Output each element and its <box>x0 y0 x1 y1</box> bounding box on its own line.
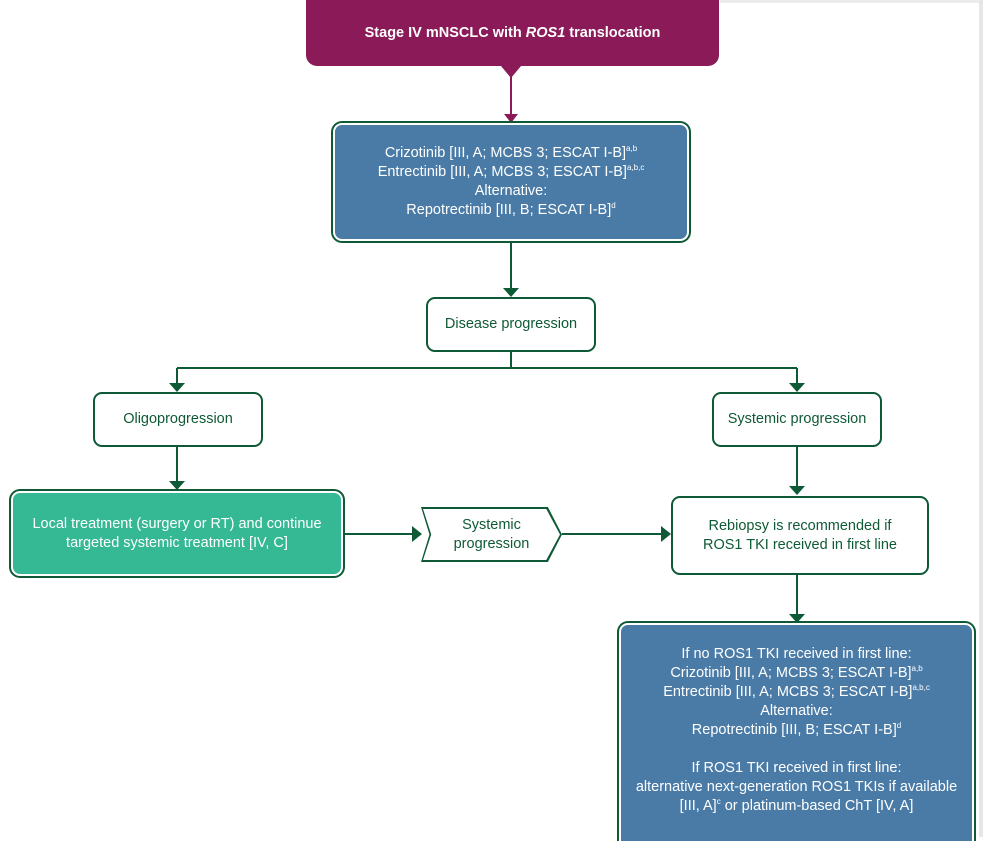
oligoprogression-label: Oligoprogression <box>123 411 233 427</box>
page-right-edge <box>979 0 983 837</box>
stage-iv-title: Stage IV mNSCLC with ROS1 translocation <box>364 24 661 41</box>
arrowhead-rebiopsy <box>789 486 805 495</box>
second-line-next-gen: alternative next-generation ROS1 TKIs if… <box>635 779 958 795</box>
second-line-no-tki-heading: If no ROS1 TKI received in first line: <box>681 646 912 662</box>
first-line-alternative: Alternative: <box>474 183 548 199</box>
arrowhead-mid <box>412 526 422 542</box>
systemic-progression-box: Systemic progression <box>712 392 882 447</box>
arrowhead-progression <box>503 288 519 297</box>
local-treatment-line2: targeted systemic treatment [IV, C] <box>66 534 288 551</box>
second-line-alternative: Alternative: <box>760 703 833 719</box>
first-line-entrectinib: Entrectinib [III, A; MCBS 3; ESCAT I-B]a… <box>377 163 645 181</box>
disease-progression-label: Disease progression <box>444 316 578 332</box>
second-line-treatment-box: If no ROS1 TKI received in first line: C… <box>619 623 974 841</box>
first-line-crizotinib: Crizotinib [III, A; MCBS 3; ESCAT I-B]a,… <box>384 144 638 162</box>
oligoprogression-box: Oligoprogression <box>93 392 263 447</box>
arrowhead-oligo <box>169 383 185 392</box>
stage-iv-box: Stage IV mNSCLC with ROS1 translocation <box>306 0 719 66</box>
arrowhead-local <box>169 481 185 490</box>
rebiopsy-line1: Rebiopsy is recommended if <box>708 517 892 534</box>
arrowhead-top <box>501 66 521 78</box>
systemic-progression-mid-label: Systemic progression <box>453 516 530 552</box>
first-line-repotrectinib: Repotrectinib [III, B; ESCAT I-B]d <box>406 201 616 219</box>
second-line-repotrectinib: Repotrectinib [III, B; ESCAT I-B]d <box>691 721 902 739</box>
local-treatment-box: Local treatment (surgery or RT) and cont… <box>11 491 343 576</box>
page-top-edge <box>720 0 983 3</box>
chevron-fill <box>423 509 560 560</box>
second-line-crizotinib: Crizotinib [III, A; MCBS 3; ESCAT I-B]a,… <box>670 664 923 682</box>
rebiopsy-line2: ROS1 TKI received in first line <box>703 536 897 553</box>
arrowhead-systemic-right <box>789 383 805 392</box>
second-line-tki-heading: If ROS1 TKI received in first line: <box>691 760 902 776</box>
local-treatment-line1: Local treatment (surgery or RT) and cont… <box>32 515 322 532</box>
second-line-platinum: [III, A]c or platinum-based ChT [IV, A] <box>679 797 914 815</box>
disease-progression-box: Disease progression <box>426 297 596 352</box>
rebiopsy-box: Rebiopsy is recommended if ROS1 TKI rece… <box>671 496 929 575</box>
arrowhead-first-line <box>504 114 518 123</box>
systemic-progression-mid-box: Systemic progression <box>421 507 562 562</box>
arrowhead-second-line <box>789 614 805 623</box>
arrowhead-rebiopsy-left <box>661 526 671 542</box>
systemic-progression-label: Systemic progression <box>727 411 867 427</box>
second-line-entrectinib: Entrectinib [III, A; MCBS 3; ESCAT I-B]a… <box>663 683 930 701</box>
first-line-treatment-box: Crizotinib [III, A; MCBS 3; ESCAT I-B]a,… <box>333 123 689 241</box>
